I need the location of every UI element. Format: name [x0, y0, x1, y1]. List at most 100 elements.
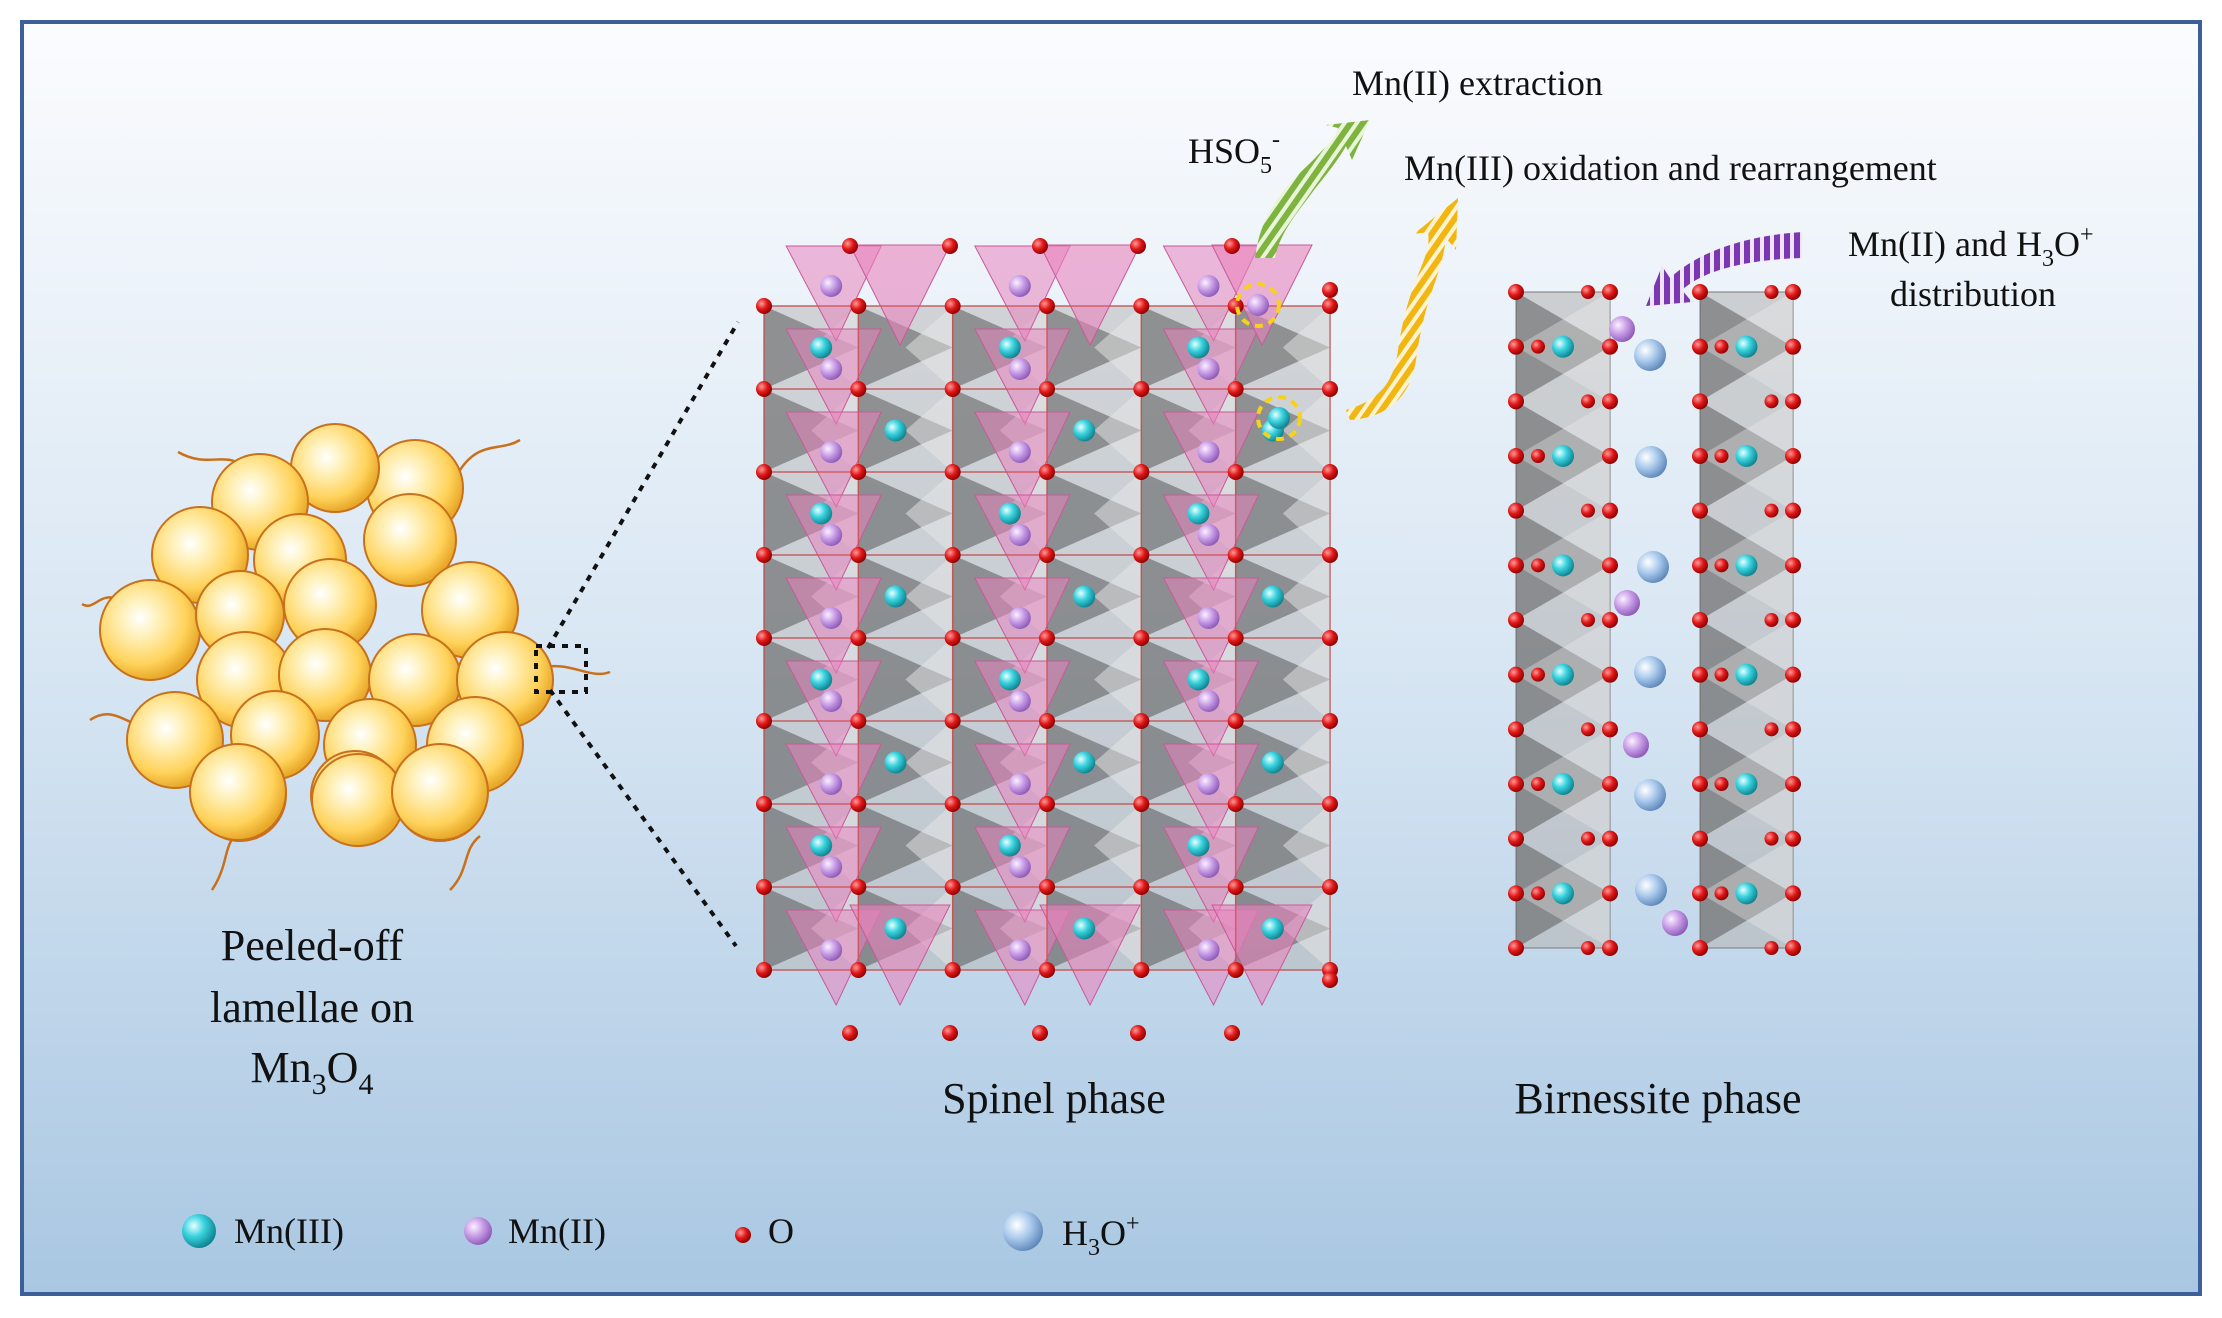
oxygen-atom: [1228, 713, 1244, 729]
mn3-atom: [1736, 664, 1758, 686]
oxygen-atom: [1133, 879, 1149, 895]
mn2-atom: [1198, 275, 1220, 297]
mn3-atom: [1073, 420, 1095, 442]
oxygen-atom: [1785, 503, 1801, 519]
oxygen-atom: [1581, 285, 1595, 299]
oxygen-atom: [942, 1025, 958, 1041]
oxygen-atom: [1039, 298, 1055, 314]
oxygen-atom: [1715, 558, 1729, 572]
oxygen-atom: [850, 796, 866, 812]
oxygen-atom: [1508, 776, 1524, 792]
oxygen-atom: [1602, 284, 1618, 300]
oxygen-atom: [1228, 796, 1244, 812]
oxygen-atom: [1785, 393, 1801, 409]
mn3-atom: [1188, 669, 1210, 691]
mn2-atom: [1009, 524, 1031, 546]
oxygen-atom: [756, 381, 772, 397]
mn2-atom: [820, 856, 842, 878]
mn2-atom: [1198, 856, 1220, 878]
oxygen-atom: [1322, 464, 1338, 480]
mn2-atom: [1198, 607, 1220, 629]
oxygen-atom: [945, 298, 961, 314]
oxygen-atom: [1692, 503, 1708, 519]
oxygen-atom: [1765, 941, 1779, 955]
oxygen-atom: [1715, 777, 1729, 791]
mn2-atom: [1009, 441, 1031, 463]
mn3-atom: [885, 752, 907, 774]
mn2-atom: [1009, 275, 1031, 297]
oxygen-atom: [1785, 885, 1801, 901]
oxygen-atom: [1785, 557, 1801, 573]
lamella-particle: [312, 754, 404, 846]
oxygen-atom: [1602, 448, 1618, 464]
mn2-atom: [1198, 773, 1220, 795]
oxygen-atom: [1508, 721, 1524, 737]
oxygen-atom: [1581, 613, 1595, 627]
mn2-atom: [1009, 856, 1031, 878]
lamella-particle: [190, 744, 286, 840]
oxygen-atom: [756, 547, 772, 563]
legend-h3o-swatch: [1003, 1211, 1043, 1251]
oxygen-atom: [1508, 667, 1524, 683]
oxygen-atom: [1039, 547, 1055, 563]
legend-o-swatch: [735, 1227, 751, 1243]
oxygen-atom: [842, 1025, 858, 1041]
oxygen-atom: [1130, 1025, 1146, 1041]
oxygen-atom: [1692, 721, 1708, 737]
h3o-ion: [1634, 779, 1666, 811]
oxygen-atom: [1602, 667, 1618, 683]
oxygen-atom: [1765, 394, 1779, 408]
oxygen-atom: [1581, 941, 1595, 955]
mn3-atom: [999, 503, 1021, 525]
oxygen-atom: [1765, 285, 1779, 299]
mn3-atom: [810, 337, 832, 359]
mn2-atom: [1623, 732, 1649, 758]
oxygen-atom: [1322, 972, 1338, 988]
oxygen-atom: [756, 298, 772, 314]
oxygen-atom: [1785, 667, 1801, 683]
oxygen-atom: [1039, 381, 1055, 397]
oxygen-atom: [1785, 284, 1801, 300]
oxygen-atom: [1508, 284, 1524, 300]
lamella-particle: [100, 580, 200, 680]
mn3-atom: [1552, 664, 1574, 686]
oxygen-atom: [1531, 777, 1545, 791]
oxygen-atom: [1508, 557, 1524, 573]
mn3-atom: [1552, 445, 1574, 467]
oxygen-atom: [1133, 464, 1149, 480]
oxygen-atom: [1228, 464, 1244, 480]
oxygen-atom: [1228, 962, 1244, 978]
oxygen-atom: [1602, 776, 1618, 792]
oxygen-atom: [1765, 722, 1779, 736]
oxygen-atom: [1715, 340, 1729, 354]
oxygen-atom: [1322, 381, 1338, 397]
oxygen-atom: [1785, 448, 1801, 464]
oxygen-atom: [1785, 721, 1801, 737]
oxygen-atom: [1692, 612, 1708, 628]
oxygen-atom: [1133, 962, 1149, 978]
mn3-atom: [1552, 882, 1574, 904]
oxygen-atom: [1322, 547, 1338, 563]
oxygen-atom: [850, 713, 866, 729]
birnessite-phase-label: Birnessite phase: [1514, 1074, 1801, 1123]
mn2-atom: [1009, 773, 1031, 795]
mn3-atom: [999, 835, 1021, 857]
mn2-atom: [820, 275, 842, 297]
oxygen-atom: [1508, 393, 1524, 409]
oxygen-atom: [850, 464, 866, 480]
h3o-ion: [1637, 551, 1669, 583]
oxygen-atom: [1692, 393, 1708, 409]
mn3-atom: [1073, 918, 1095, 940]
mn3-atom: [1736, 773, 1758, 795]
oxygen-atom: [1039, 879, 1055, 895]
mn3-atom: [1736, 336, 1758, 358]
oxygen-atom: [756, 879, 772, 895]
oxygen-atom: [1692, 284, 1708, 300]
mn2-atom: [820, 607, 842, 629]
oxygen-atom: [1508, 339, 1524, 355]
oxygen-atom: [1322, 713, 1338, 729]
spinel-lattice: [756, 238, 1338, 1041]
mn3-atom: [999, 337, 1021, 359]
mn3-atom: [1188, 503, 1210, 525]
oxygen-atom: [1715, 668, 1729, 682]
